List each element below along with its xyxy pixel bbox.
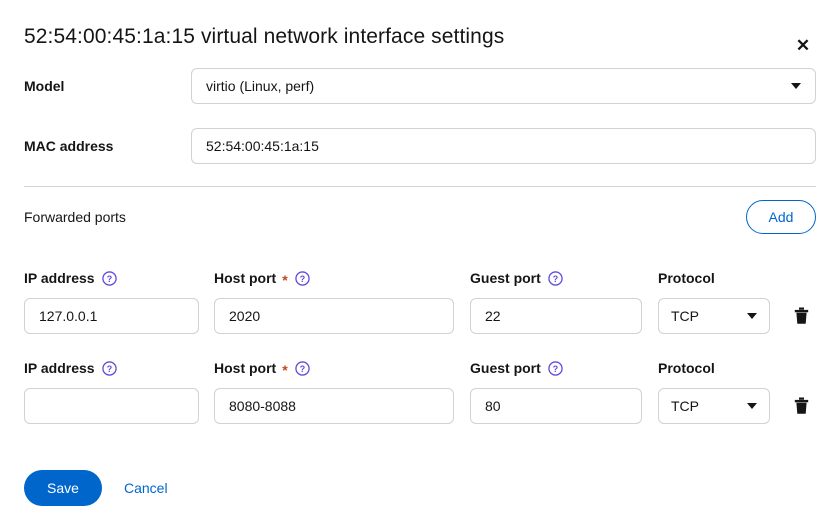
help-icon-host-port-row2[interactable]: ? — [294, 360, 310, 376]
required-asterisk-host-port: * — [282, 272, 288, 288]
cell-delete — [786, 298, 816, 334]
column-header-protocol-label-row2: Protocol — [658, 360, 715, 376]
help-icon-ip-address-row2[interactable]: ? — [101, 360, 117, 376]
svg-text:?: ? — [106, 273, 111, 283]
model-label: Model — [24, 78, 65, 94]
mac-address-row: MAC address — [24, 128, 816, 164]
trash-icon — [794, 307, 808, 324]
column-header-guest-port: Guest port ? — [470, 266, 642, 290]
model-field-wrap: virtio (Linux, perf) — [191, 68, 816, 104]
protocol-select-value: TCP — [671, 308, 699, 324]
column-header-protocol-row2: Protocol — [658, 356, 770, 380]
cell-ip-address — [24, 298, 199, 334]
cell-host-port — [214, 298, 454, 334]
svg-text:?: ? — [299, 363, 304, 373]
table-row: TCP — [24, 388, 816, 424]
svg-text:?: ? — [299, 273, 304, 283]
cell-protocol: TCP — [658, 298, 770, 334]
help-icon-guest-port-row2[interactable]: ? — [548, 360, 563, 376]
close-icon: ✕ — [795, 35, 811, 55]
cancel-button[interactable]: Cancel — [124, 480, 168, 496]
column-header-host-port-row2: Host port * ? — [214, 356, 454, 380]
help-icon-guest-port[interactable]: ? — [548, 270, 563, 286]
column-header-ip-address-label-row2: IP address — [24, 360, 95, 376]
trash-icon — [794, 397, 808, 414]
required-asterisk-host-port-row2: * — [282, 362, 288, 378]
svg-text:?: ? — [553, 273, 558, 283]
mac-address-input[interactable] — [191, 128, 816, 164]
column-header-guest-port-label: Guest port — [470, 270, 541, 286]
host-port-input[interactable] — [214, 298, 454, 334]
forwarded-ports-label: Forwarded ports — [24, 209, 126, 225]
cell-delete — [786, 388, 816, 424]
ip-address-input[interactable] — [24, 298, 199, 334]
save-button[interactable]: Save — [24, 470, 102, 506]
column-header-guest-port-label-row2: Guest port — [470, 360, 541, 376]
chevron-down-icon — [791, 83, 801, 89]
model-select-value: virtio (Linux, perf) — [206, 78, 315, 94]
column-header-protocol-label: Protocol — [658, 270, 715, 286]
chevron-down-icon — [747, 313, 757, 319]
model-select[interactable]: virtio (Linux, perf) — [191, 68, 816, 104]
mac-address-field-wrap — [191, 128, 816, 164]
column-header-host-port-label-row2: Host port — [214, 360, 277, 376]
table-row: TCP — [24, 298, 816, 334]
forwarded-ports-column-headers-row2: IP address ? Host port * ? — [24, 356, 816, 380]
cell-guest-port — [470, 388, 642, 424]
column-header-host-port: Host port * ? — [214, 266, 454, 290]
section-divider — [24, 186, 816, 187]
dialog-header: 52:54:00:45:1a:15 virtual network interf… — [24, 22, 816, 56]
protocol-select[interactable]: TCP — [658, 298, 770, 334]
forwarded-ports-grid: IP address ? Host port * ? — [24, 266, 816, 424]
column-header-ip-address: IP address ? — [24, 266, 199, 290]
cell-ip-address — [24, 388, 199, 424]
cell-protocol: TCP — [658, 388, 770, 424]
chevron-down-icon — [747, 403, 757, 409]
column-header-ip-address-row2: IP address ? — [24, 356, 199, 380]
svg-text:?: ? — [553, 363, 558, 373]
cell-host-port — [214, 388, 454, 424]
protocol-select[interactable]: TCP — [658, 388, 770, 424]
help-icon-ip-address[interactable]: ? — [101, 270, 117, 286]
dialog-footer: Save Cancel — [24, 470, 168, 506]
help-icon-host-port[interactable]: ? — [294, 270, 310, 286]
protocol-select-value: TCP — [671, 398, 699, 414]
ip-address-input[interactable] — [24, 388, 199, 424]
svg-text:?: ? — [106, 363, 111, 373]
guest-port-input[interactable] — [470, 388, 642, 424]
column-header-protocol: Protocol — [658, 266, 770, 290]
host-port-input[interactable] — [214, 388, 454, 424]
guest-port-input[interactable] — [470, 298, 642, 334]
close-button[interactable]: ✕ — [790, 32, 816, 58]
delete-port-button[interactable] — [786, 388, 816, 424]
page-title: 52:54:00:45:1a:15 virtual network interf… — [24, 25, 505, 48]
forwarded-ports-header: Forwarded ports Add — [24, 200, 816, 234]
mac-address-label: MAC address — [24, 138, 114, 154]
column-header-guest-port-row2: Guest port ? — [470, 356, 642, 380]
cell-guest-port — [470, 298, 642, 334]
column-header-ip-address-label: IP address — [24, 270, 95, 286]
forwarded-ports-row2-headers: IP address ? Host port * ? — [24, 356, 816, 380]
forwarded-ports-column-headers: IP address ? Host port * ? — [24, 266, 816, 290]
delete-port-button[interactable] — [786, 298, 816, 334]
model-row: Model virtio (Linux, perf) — [24, 68, 816, 104]
column-header-host-port-label: Host port — [214, 270, 277, 286]
add-port-button[interactable]: Add — [746, 200, 816, 234]
